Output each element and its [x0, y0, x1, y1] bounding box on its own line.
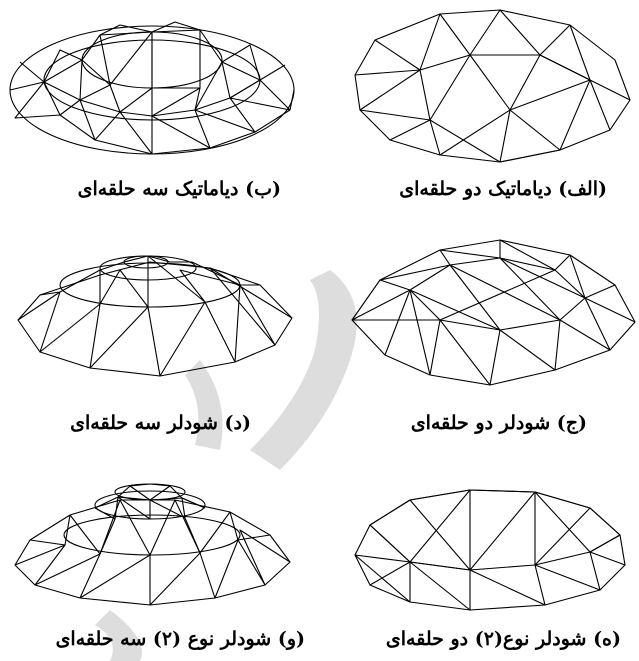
- caption-dal: (د) شودلر سه حلقه‌ای: [70, 412, 251, 434]
- caption-jim: (ج) شودلر دو حلقه‌ای: [410, 412, 587, 434]
- dome-schwedler-type2-three-ring: [14, 483, 291, 606]
- dome-diamatic-two-ring: [354, 9, 631, 163]
- watermark-shape-2: [185, 360, 223, 450]
- caption-he: (ه) شودلر نوع(۲) دو حلقه‌ای: [385, 628, 621, 650]
- caption-alef: (الف) دیاماتیک دو حلقه‌ای: [399, 178, 607, 200]
- caption-be: (ب) دیاماتیک سه حلقه‌ای: [77, 178, 281, 200]
- watermark-shape-3: [95, 610, 142, 661]
- dome-diamatic-three-ring: [9, 21, 295, 155]
- caption-vav: (و) شودلر نوع (۲) سه حلقه‌ای: [55, 628, 305, 650]
- watermark-shape-1: [250, 270, 357, 470]
- dome-schwedler-three-ring: [17, 255, 293, 377]
- dome-schwedler-type2-two-ring: [354, 489, 626, 611]
- dome-schwedler-two-ring: [351, 239, 636, 386]
